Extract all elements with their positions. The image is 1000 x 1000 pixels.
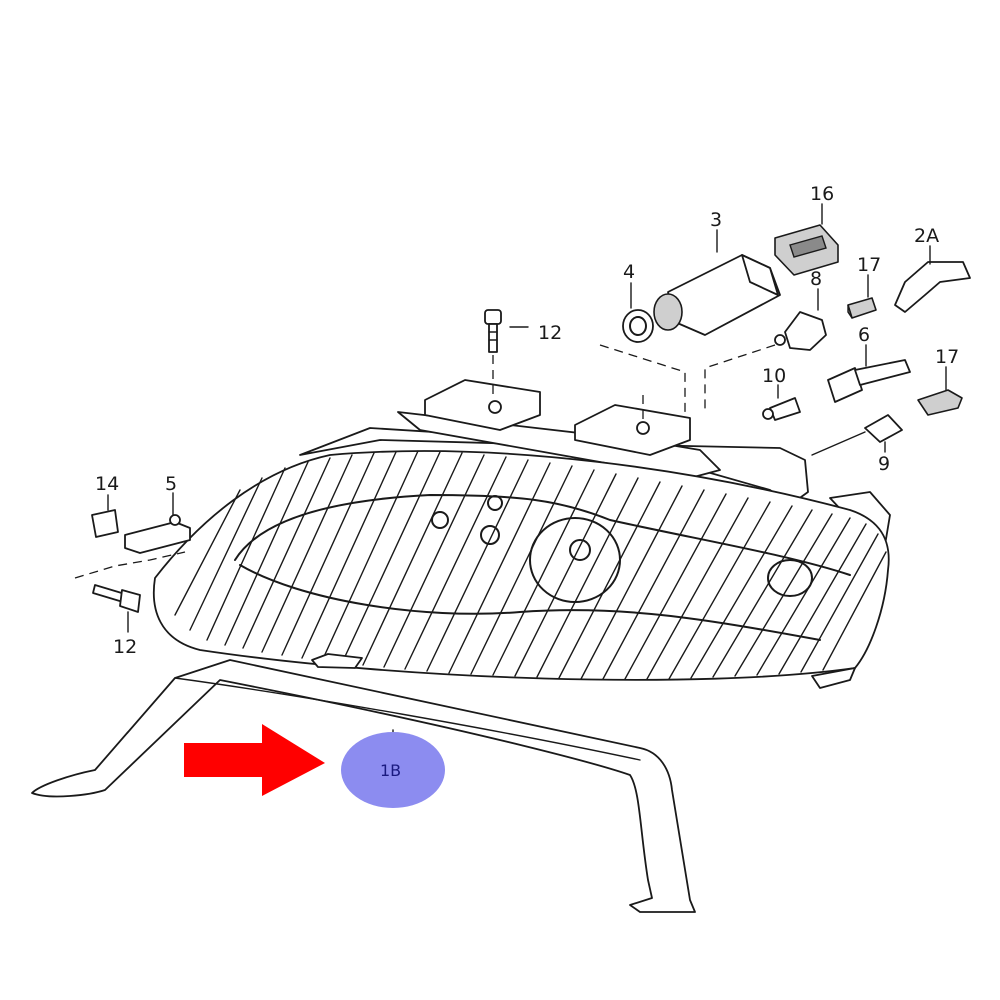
socket-6 xyxy=(827,344,911,403)
label-17-top: 17 xyxy=(857,254,881,276)
screw-12-bottom xyxy=(92,584,141,633)
label-10: 10 xyxy=(762,365,786,387)
headlight-housing xyxy=(152,411,891,689)
label-14: 14 xyxy=(95,473,119,495)
label-12-top: 12 xyxy=(538,322,562,344)
clip-17-top xyxy=(847,274,877,319)
label-5: 5 xyxy=(165,473,177,495)
label-4: 4 xyxy=(623,261,635,283)
label-16: 16 xyxy=(810,183,834,205)
highlight-circle-1b xyxy=(341,732,445,808)
motor-3 xyxy=(653,229,781,336)
label-17-right: 17 xyxy=(935,346,959,368)
assembly-guides xyxy=(74,344,776,579)
label-9: 9 xyxy=(878,453,890,475)
label-12-bottom: 12 xyxy=(113,636,137,658)
red-arrow-indicator xyxy=(184,724,325,796)
trim-strip-1b xyxy=(31,653,696,913)
bulb-9 xyxy=(811,414,903,456)
label-6: 6 xyxy=(858,324,870,346)
clip-17-right xyxy=(917,366,963,416)
bulb-8 xyxy=(774,288,827,351)
clip-14 xyxy=(91,494,119,538)
screw-12-top xyxy=(484,309,529,353)
label-3: 3 xyxy=(710,209,722,231)
ring-4 xyxy=(622,282,654,343)
connector-16 xyxy=(774,203,839,276)
label-8: 8 xyxy=(810,268,822,290)
label-2a: 2A xyxy=(914,225,939,247)
lens-hatching xyxy=(174,450,887,680)
bracket-2a xyxy=(894,245,971,313)
mounting-brackets xyxy=(424,379,691,456)
bulb-10 xyxy=(762,384,801,421)
label-1b: 1B xyxy=(380,761,401,780)
bracket-5 xyxy=(124,492,191,554)
